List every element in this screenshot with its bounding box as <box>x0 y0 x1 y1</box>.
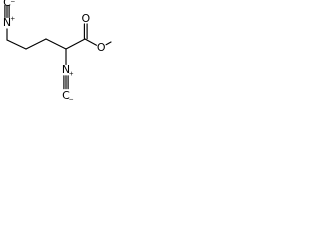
charge-n-top: + <box>10 16 15 23</box>
atom-o-carbonyl: O <box>81 12 90 25</box>
atom-c-bottom: C <box>62 89 70 102</box>
bond-c3-to-alpha <box>45 38 67 50</box>
atom-n-bottom: N <box>62 63 70 76</box>
charge-c-bottom: − <box>69 96 74 103</box>
atom-n-top: N <box>3 16 11 29</box>
molecule-svg: C − N + O O N + C − <box>3 0 112 103</box>
bond-c2-to-c3 <box>25 38 47 50</box>
bond-c1-to-c2 <box>6 39 27 50</box>
molecule-diagram: C − N + O O N + C − <box>0 0 112 103</box>
bond-methoxy-o-to-methyl <box>105 41 112 46</box>
atom-c-top: C <box>3 0 11 9</box>
atom-o-methoxy: O <box>97 41 106 54</box>
charge-c-top: − <box>10 0 15 5</box>
charge-n-bottom: + <box>69 71 74 78</box>
bond-alpha-to-carbonyl-c <box>65 38 86 50</box>
bond-carbonyl-to-methoxy-o <box>84 38 98 46</box>
